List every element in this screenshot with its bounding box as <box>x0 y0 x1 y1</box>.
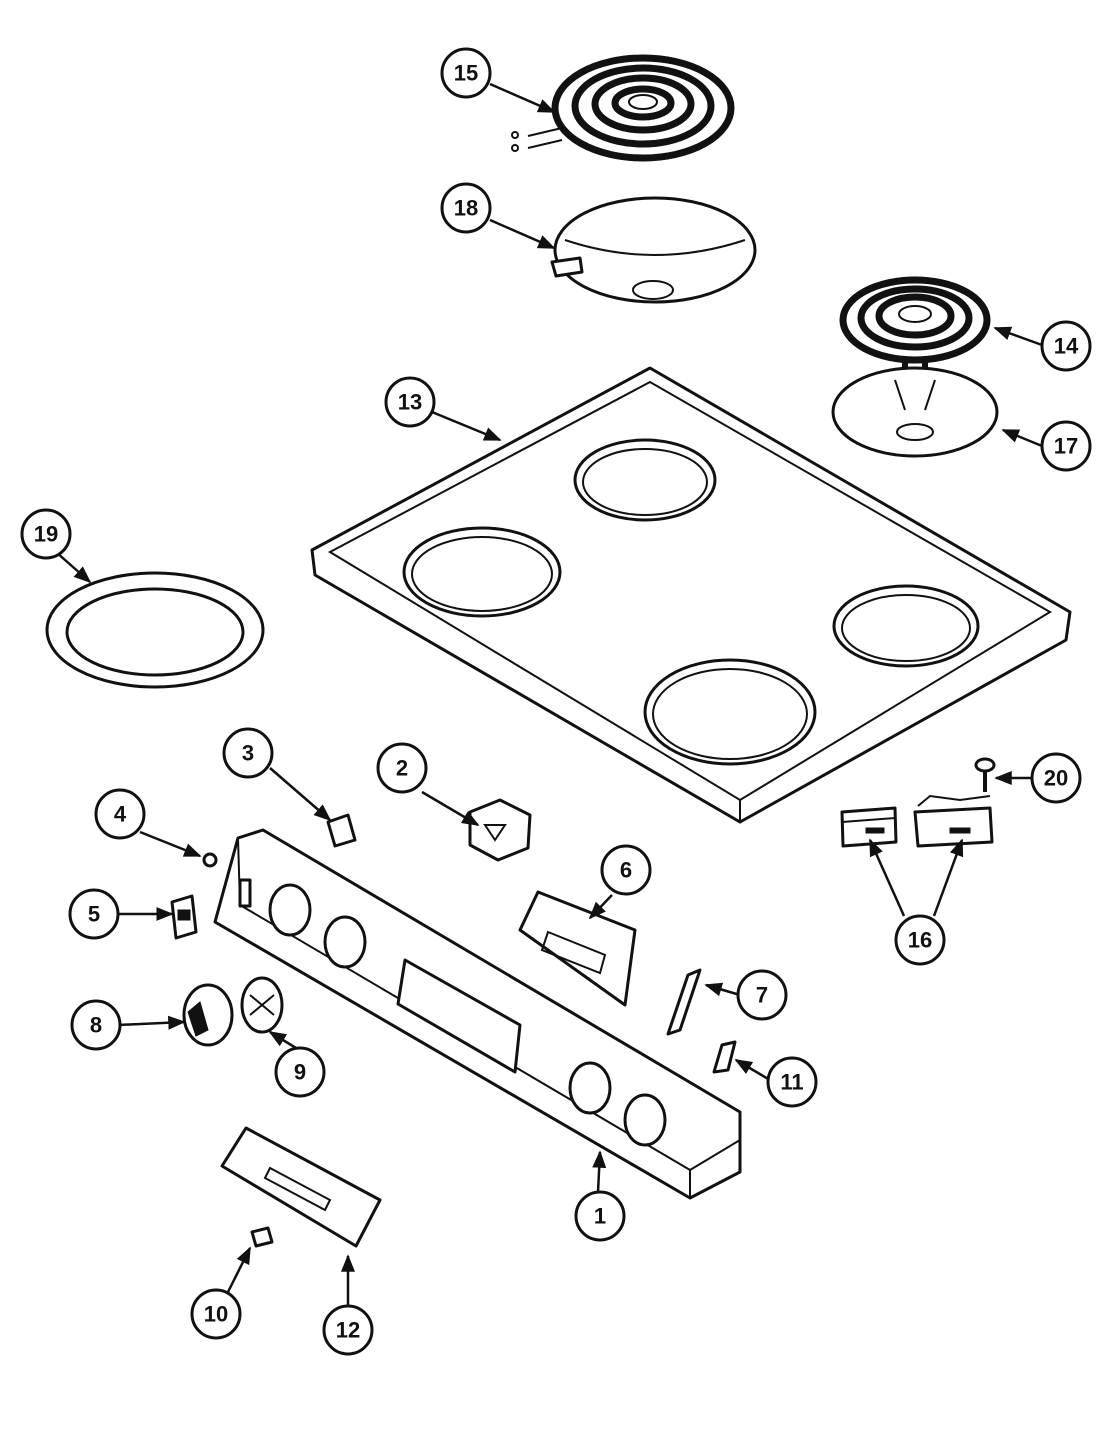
callout-label: 16 <box>908 928 932 953</box>
callout-10: 10 <box>190 1288 242 1340</box>
callout-5: 5 <box>68 888 120 940</box>
callout-label: 13 <box>398 390 422 415</box>
leader-lines <box>55 82 1043 1306</box>
callout-label: 5 <box>88 902 100 927</box>
bulb-part-4 <box>202 852 218 868</box>
small-surface-element <box>839 276 991 380</box>
large-surface-element <box>511 54 735 162</box>
clock-module-part-6 <box>518 890 637 1007</box>
callout-label: 8 <box>90 1013 102 1038</box>
callout-label: 19 <box>34 522 58 547</box>
callout-19: 19 <box>20 508 72 560</box>
callout-2: 2 <box>376 742 428 794</box>
callout-15: 15 <box>440 47 492 99</box>
switch-part-2 <box>468 798 532 862</box>
callout-label: 10 <box>204 1302 228 1327</box>
callout-3: 3 <box>222 727 274 779</box>
callout-12: 12 <box>322 1304 374 1356</box>
callout-label: 14 <box>1054 334 1079 359</box>
overlay-part-12 <box>220 1126 382 1248</box>
spring-part-10 <box>250 1226 274 1248</box>
callout-label: 4 <box>114 802 127 827</box>
callout-label: 17 <box>1054 434 1078 459</box>
callout-9: 9 <box>274 1046 326 1098</box>
callout-20: 20 <box>1030 752 1082 804</box>
callout-1: 1 <box>574 1190 626 1242</box>
callout-18: 18 <box>440 182 492 234</box>
callout-label: 7 <box>756 983 768 1008</box>
screw <box>974 757 996 792</box>
callout-11: 11 <box>766 1056 818 1108</box>
callout-7: 7 <box>736 969 788 1021</box>
callout-label: 6 <box>620 858 632 883</box>
mounting-brackets <box>840 794 994 848</box>
cooktop <box>310 366 1072 824</box>
rocker-switch-part-5 <box>170 894 198 940</box>
callout-14: 14 <box>1040 320 1092 372</box>
clip-part-11 <box>712 1040 737 1074</box>
control-panel <box>213 828 742 1200</box>
callout-label: 11 <box>780 1070 803 1095</box>
callout-4: 4 <box>94 788 146 840</box>
callout-label: 12 <box>336 1318 360 1343</box>
clip-part-3 <box>326 813 357 848</box>
bracket-part-7 <box>666 968 702 1036</box>
bezel-part-9 <box>240 976 284 1034</box>
callout-label: 1 <box>594 1204 606 1229</box>
callout-16: 16 <box>894 914 946 966</box>
callout-label: 9 <box>294 1060 306 1085</box>
callout-label: 3 <box>242 741 254 766</box>
knob-part-8 <box>182 983 234 1047</box>
callout-6: 6 <box>600 844 652 896</box>
callout-label: 18 <box>454 196 478 221</box>
callout-label: 15 <box>454 61 478 86</box>
large-drip-bowl <box>550 196 757 304</box>
callout-13: 13 <box>384 376 436 428</box>
trim-ring <box>45 571 265 689</box>
callout-label: 20 <box>1044 766 1068 791</box>
callout-17: 17 <box>1040 420 1092 472</box>
callout-label: 2 <box>396 756 408 781</box>
small-drip-bowl <box>831 366 999 458</box>
callout-8: 8 <box>70 999 122 1051</box>
